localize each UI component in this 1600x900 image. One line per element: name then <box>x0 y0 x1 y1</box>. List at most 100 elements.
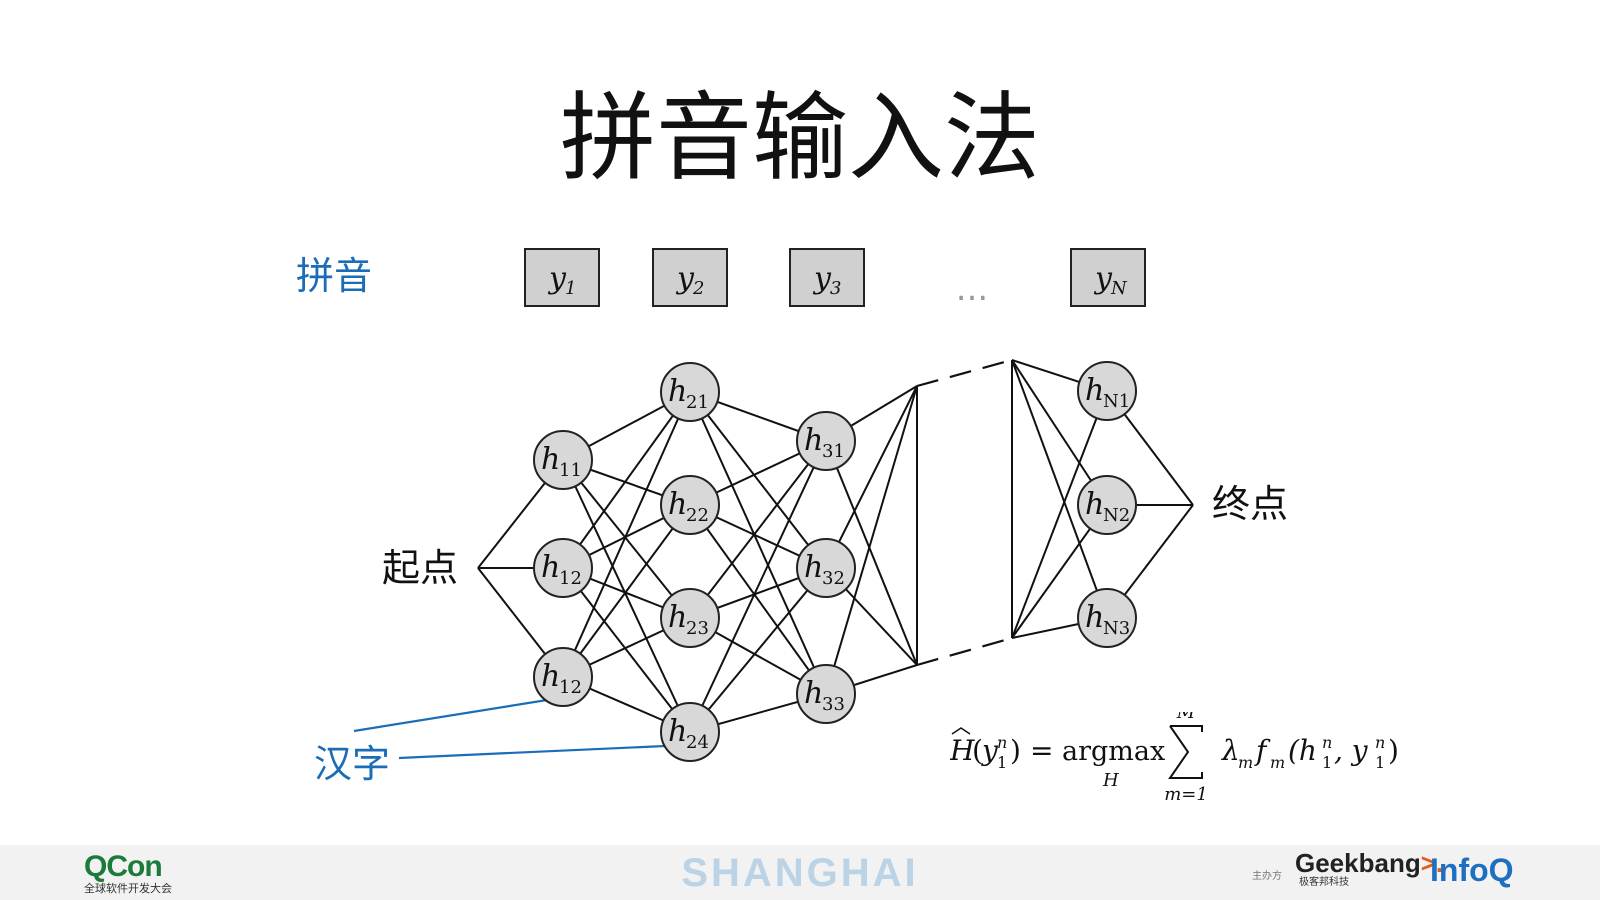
hidden-node-circle <box>796 538 856 598</box>
hidden-node-circle <box>533 538 593 598</box>
hidden-node-3: h21 <box>660 362 720 422</box>
formula-hat <box>951 727 971 735</box>
sponsor-tag: 主办方 <box>1252 871 1282 882</box>
hidden-node-circle <box>796 411 856 471</box>
edge-junction-to-node <box>1011 390 1108 639</box>
svg-text:(: ( <box>972 734 983 767</box>
hidden-node-circle <box>660 588 720 648</box>
hanzi-callout-to-h12 <box>353 698 548 733</box>
hidden-node-label: h <box>668 714 687 749</box>
svg-text:m: m <box>1238 753 1253 772</box>
decoding-formula: H ( y n 1 ) = argmax H M m=1 λ m f m (h … <box>950 712 1399 805</box>
hidden-node-8: h32 <box>796 538 856 598</box>
edge-node-to-junction <box>825 385 918 695</box>
hidden-node-label: h <box>541 442 560 477</box>
svg-text:): ) <box>1010 734 1021 767</box>
observation-label: y <box>547 261 567 296</box>
observation-subscript: 2 <box>692 278 704 299</box>
hidden-node-subscript: 22 <box>686 505 709 526</box>
hidden-node-7: h31 <box>796 411 856 471</box>
edge-between-nodes <box>689 440 827 733</box>
hidden-node-label: h <box>804 550 823 585</box>
observation-ellipsis: ... <box>956 269 988 309</box>
hidden-node-label: h <box>541 550 560 585</box>
hidden-node-subscript: 33 <box>822 694 845 715</box>
observation-subscript: 1 <box>565 278 576 299</box>
svg-text:1: 1 <box>1375 753 1385 772</box>
formula-sum-upper: M <box>1176 712 1196 723</box>
hidden-node-circle <box>660 702 720 762</box>
hidden-node-subscript: 12 <box>559 677 582 698</box>
hidden-node-circle <box>1077 361 1137 421</box>
svg-text:): ) <box>1388 734 1399 767</box>
hidden-node-subscript: N1 <box>1103 391 1130 412</box>
hidden-node-11: hN2 <box>1077 475 1137 535</box>
observation-label: y <box>1093 261 1113 296</box>
observation-rect <box>524 248 600 307</box>
hidden-node-subscript: N3 <box>1103 618 1130 639</box>
hidden-node-4: h22 <box>660 475 720 535</box>
hidden-node-circle <box>1077 588 1137 648</box>
hidden-node-12: hN3 <box>1077 588 1137 648</box>
hidden-node-label: h <box>668 600 687 635</box>
hidden-node-9: h33 <box>796 664 856 724</box>
formula-sum-lower: m=1 <box>1164 784 1208 805</box>
geekbang-logo: Geekbang>. 极客邦科技 <box>1295 848 1444 888</box>
observation-rect <box>789 248 865 307</box>
footer-bar: QCon 全球软件开发大会 SHANGHAI 主办方 Geekbang>. 极客… <box>0 845 1600 900</box>
hidden-node-subscript: 21 <box>686 392 709 413</box>
hidden-node-subscript: N2 <box>1103 505 1130 526</box>
edge-junction-to-node <box>1011 359 1108 619</box>
hanzi-callout-to-h24 <box>398 744 666 760</box>
svg-text:n: n <box>1375 733 1385 752</box>
observation-rect <box>1070 248 1146 307</box>
formula-lhs-arg: y <box>980 734 999 767</box>
hidden-node-10: hN1 <box>1077 361 1137 421</box>
city-name: SHANGHAI <box>681 851 919 895</box>
qcon-subtitle: 全球软件开发大会 <box>84 882 172 895</box>
observation-label: y <box>675 261 695 296</box>
edge-between-nodes <box>562 567 691 733</box>
hidden-node-circle <box>660 475 720 535</box>
edge-between-nodes <box>689 567 827 733</box>
hidden-node-5: h23 <box>660 588 720 648</box>
edge-node-to-junction <box>825 385 918 569</box>
hidden-node-subscript: 31 <box>822 441 845 462</box>
svg-text:n: n <box>997 733 1007 752</box>
edge-between-nodes <box>562 504 691 678</box>
hidden-node-label: h <box>804 423 823 458</box>
svg-text:m: m <box>1270 753 1285 772</box>
formula-argmax: argmax <box>1062 736 1165 767</box>
edge-between-nodes <box>562 391 691 678</box>
formula-sum-sign <box>1168 725 1203 779</box>
hidden-node-circle <box>1077 475 1137 535</box>
pinyin-label: 拼音 <box>296 254 373 298</box>
hidden-node-label: h <box>1085 487 1104 522</box>
edge-between-nodes <box>689 504 827 695</box>
edge-between-nodes <box>689 440 827 619</box>
hidden-node-label: h <box>804 676 823 711</box>
hidden-node-subscript: 24 <box>686 732 709 753</box>
svg-text:H: H <box>1102 770 1119 791</box>
dashed-edge-top <box>916 358 1013 388</box>
edge-between-nodes <box>562 391 691 569</box>
edge-between-nodes <box>689 391 827 569</box>
edge-between-nodes <box>562 459 691 733</box>
hanzi-callout-lines <box>353 698 666 760</box>
hidden-node-6: h24 <box>660 702 720 762</box>
hidden-node-1: h12 <box>533 538 593 598</box>
formula-equals: = <box>1030 734 1053 767</box>
start-label: 起点 <box>382 546 459 590</box>
edge-node-to-junction <box>825 440 918 666</box>
hidden-node-subscript: 23 <box>686 618 709 639</box>
svg-text:n: n <box>1322 733 1332 752</box>
edge-between-nodes <box>562 459 691 619</box>
hidden-node-label: h <box>668 374 687 409</box>
svg-text:λ: λ <box>1221 734 1240 767</box>
